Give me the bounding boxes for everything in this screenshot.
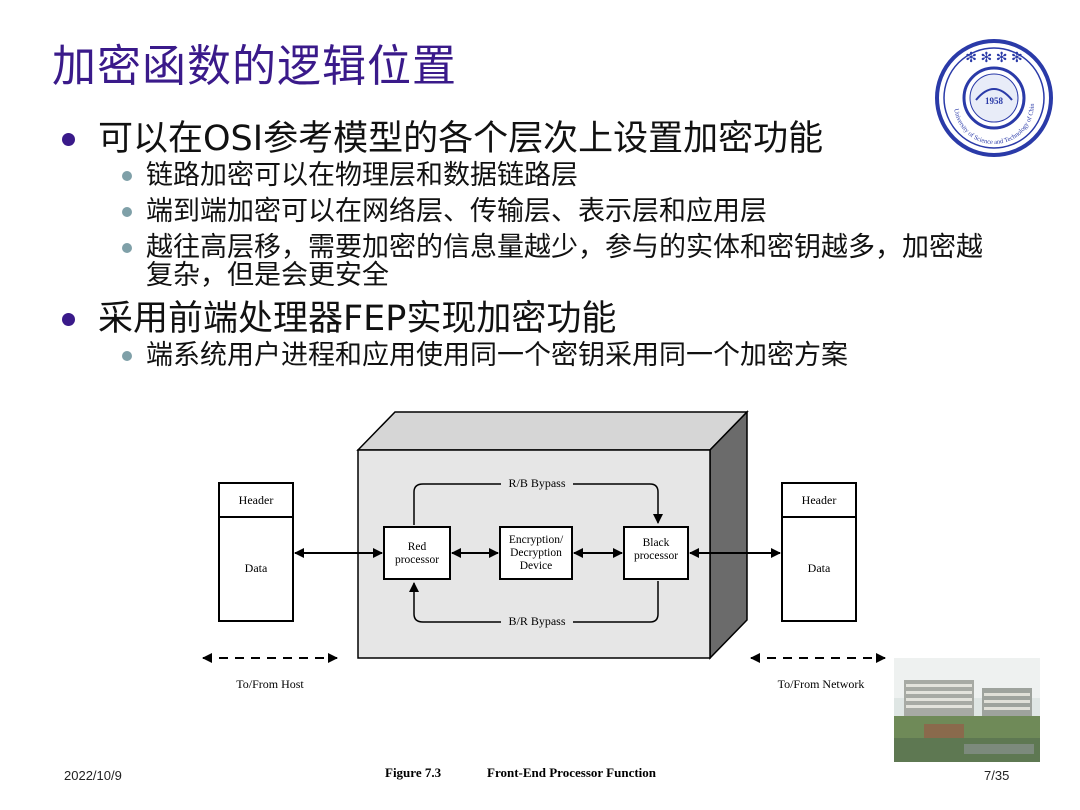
bullet-dot <box>122 207 132 217</box>
box-side-face <box>709 410 748 660</box>
encryption-device <box>499 526 573 580</box>
figure-number: Figure 7.3 <box>385 765 442 780</box>
svg-text:Red: Red <box>408 541 427 553</box>
left-data-label: Data <box>245 561 268 575</box>
slide-date: 2022/10/9 <box>64 768 122 783</box>
figure-caption: Front-End Processor Function <box>487 765 657 780</box>
svg-text:processor: processor <box>395 554 439 566</box>
svg-text:Device: Device <box>520 560 553 572</box>
right-header-label: Header <box>802 493 837 507</box>
fep-diagram: Header Data Header Data Red processor En… <box>202 410 886 780</box>
bullet-dot <box>62 133 75 146</box>
logo-year: 1958 <box>985 96 1004 106</box>
campus-photo <box>894 658 1040 762</box>
bullet-level1: 可以在OSI参考模型的各个层次上设置加密功能 <box>58 118 1038 160</box>
svg-text:Encryption/: Encryption/ <box>509 534 564 546</box>
bullet-level1: 采用前端处理器FEP实现加密功能 <box>58 298 1038 340</box>
box-top-face <box>356 411 749 451</box>
bullet-dot <box>122 243 132 253</box>
bullet-dot <box>122 351 132 361</box>
bullet-level2: 端系统用户进程和应用使用同一个密钥采用同一个加密方案 <box>58 342 1038 370</box>
left-packet <box>218 482 294 622</box>
svg-text:processor: processor <box>634 550 678 562</box>
bullet-level2: 链路加密可以在物理层和数据链路层 <box>58 162 1038 190</box>
slide-page-number: 7/35 <box>984 768 1010 783</box>
right-data-label: Data <box>808 561 831 575</box>
network-label: To/From Network <box>778 677 865 691</box>
svg-text:Decryption: Decryption <box>510 547 562 559</box>
bullet-dot <box>122 171 132 181</box>
svg-text:✻ ✻ ✻ ✻: ✻ ✻ ✻ ✻ <box>965 51 1022 66</box>
university-logo: 1958 University of Science and Technolog… <box>934 38 1053 157</box>
br-bypass-label: B/R Bypass <box>508 614 565 628</box>
svg-text:Black: Black <box>643 537 670 549</box>
right-packet <box>781 482 857 622</box>
red-processor <box>383 526 451 580</box>
bullet-level2: 端到端加密可以在网络层、传输层、表示层和应用层 <box>58 198 1038 226</box>
rb-bypass-label: R/B Bypass <box>508 476 565 490</box>
bullet-level2: 越往高层移，需要加密的信息量越少，参与的实体和密钥越多，加密越复杂，但是会更安全 <box>58 234 1006 290</box>
bullet-dot <box>62 313 75 326</box>
slide-title: 加密函数的逻辑位置 <box>52 41 457 92</box>
black-processor <box>623 526 689 580</box>
left-header-label: Header <box>239 493 274 507</box>
bullet-list: 可以在OSI参考模型的各个层次上设置加密功能 链路加密可以在物理层和数据链路层 … <box>58 118 1038 378</box>
host-label: To/From Host <box>236 677 304 691</box>
